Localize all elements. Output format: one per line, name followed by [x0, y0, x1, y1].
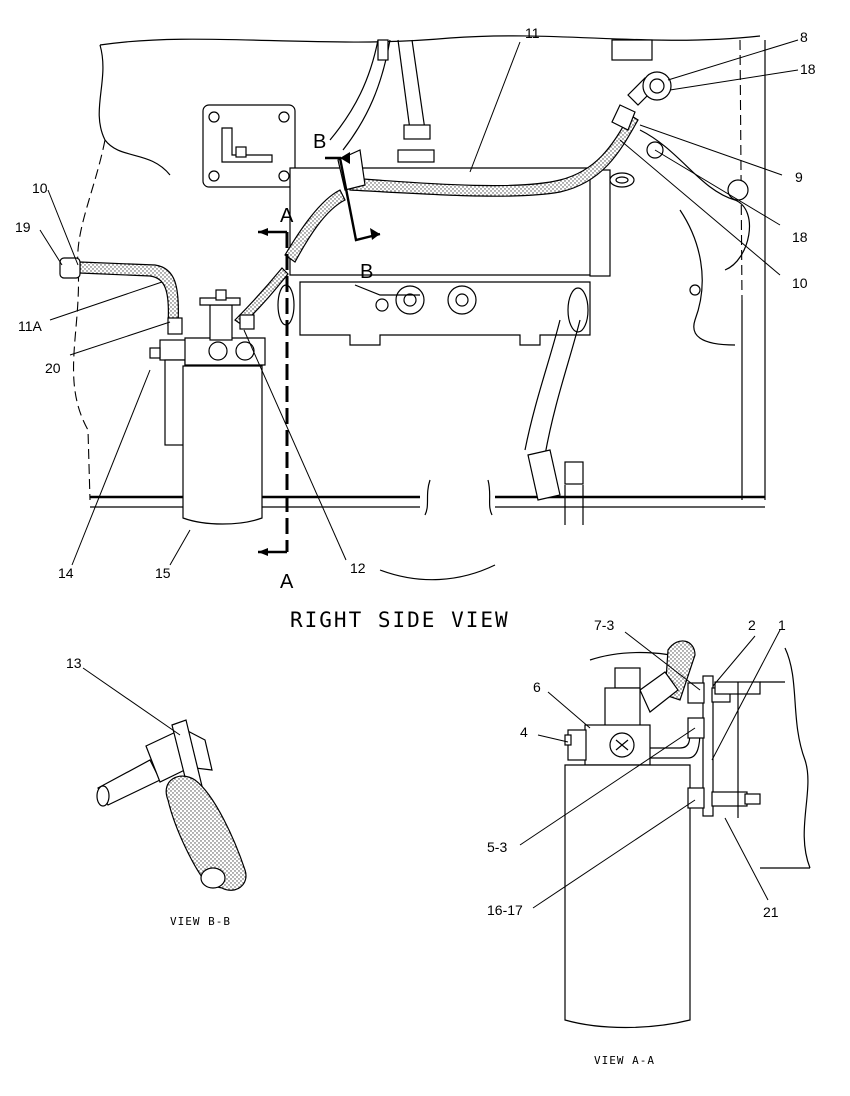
- view-aa-drawing: [519, 629, 811, 1029]
- callout-1: 1: [778, 617, 786, 633]
- callout-18-top: 18: [800, 61, 816, 77]
- filter-base-14: [164, 359, 186, 446]
- hose-section-bb: [165, 775, 247, 891]
- callout-20: 20: [45, 360, 61, 376]
- leader-lines: [39, 39, 799, 566]
- view-bb-drawing: [82, 667, 247, 891]
- callout-5-3: 5-3: [487, 839, 507, 855]
- callout-6: 6: [533, 679, 541, 695]
- engine-outline: [99, 35, 761, 46]
- callout-10-right: 10: [792, 275, 808, 291]
- section-mark-b-bottom: B: [360, 261, 373, 283]
- fitting-18-top: [642, 71, 672, 101]
- callout-12: 12: [350, 560, 366, 576]
- mounting-bracket-aa: [702, 675, 714, 817]
- callout-13: 13: [66, 655, 82, 671]
- section-mark-a-bottom: A: [280, 571, 294, 593]
- section-mark-a-top: A: [280, 205, 294, 227]
- callout-15: 15: [155, 565, 171, 581]
- callout-14: 14: [58, 565, 74, 581]
- callout-7-3: 7-3: [594, 617, 614, 633]
- title-view-bb: VIEW B-B: [170, 915, 231, 928]
- callout-11: 11: [525, 25, 540, 41]
- callout-21: 21: [763, 904, 779, 920]
- callout-2: 2: [748, 617, 756, 633]
- callout-18-bottom: 18: [792, 229, 808, 245]
- section-line-b: [325, 156, 381, 242]
- filter-canister-15: [182, 365, 263, 525]
- callout-9: 9: [795, 169, 803, 185]
- callout-11a: 11A: [18, 318, 43, 334]
- callout-16-17: 16-17: [487, 902, 523, 918]
- callout-19: 19: [15, 219, 31, 235]
- callout-10-left: 10: [32, 180, 48, 196]
- fitting-19: [59, 257, 81, 279]
- right-side-view-drawing: [59, 35, 766, 581]
- title-right-side-view: RIGHT SIDE VIEW: [290, 608, 510, 632]
- mounting-plate: [202, 104, 296, 188]
- title-view-aa: VIEW A-A: [594, 1054, 655, 1067]
- section-mark-b-top: B: [313, 131, 326, 153]
- callout-8: 8: [800, 29, 808, 45]
- fuel-line-11: [349, 114, 639, 197]
- callout-4: 4: [520, 724, 528, 740]
